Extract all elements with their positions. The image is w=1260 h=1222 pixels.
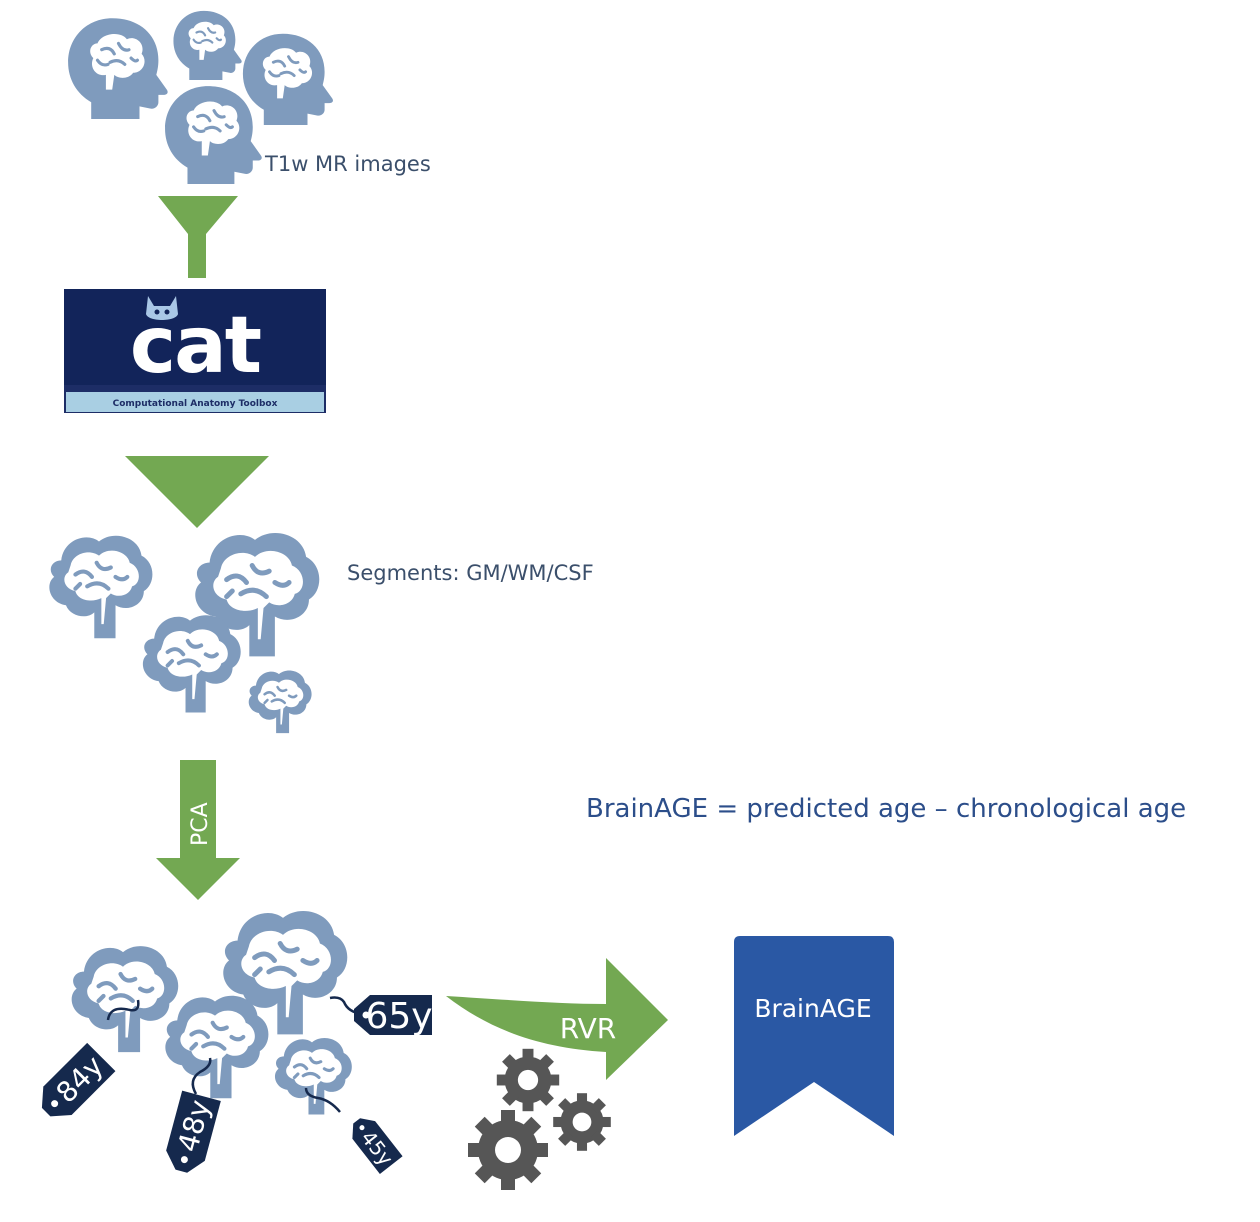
segments-label: Segments: GM/WM/CSF	[347, 561, 594, 585]
age-tag: 48y	[162, 1090, 221, 1177]
aged-brain-group	[72, 911, 354, 1117]
gear-icon	[496, 1048, 560, 1112]
tag-string	[304, 1087, 341, 1113]
age-tag-label: 48y	[171, 1096, 216, 1155]
cat-face-icon	[146, 296, 178, 320]
pca-arrow: PCA	[156, 760, 240, 900]
brain-icon	[247, 669, 313, 735]
brainage-banner-label: BrainAGE	[754, 994, 871, 1023]
brainage-formula: BrainAGE = predicted age – chronological…	[586, 794, 1187, 824]
age-tag-label: 65y	[365, 996, 432, 1037]
chevron-down-icon	[125, 456, 269, 528]
head-brain-icon	[163, 84, 264, 186]
brain-icon	[140, 613, 243, 715]
rvr-arrow: RVR	[446, 958, 668, 1080]
segment-brain-group	[49, 533, 319, 735]
brain-icon	[72, 946, 179, 1052]
cat-logo: cat Computational Anatomy Toolbox	[64, 289, 326, 413]
head-brain-icon	[66, 16, 170, 121]
age-tag: 84y	[32, 1042, 116, 1127]
gear-icon	[553, 1093, 611, 1151]
head-brain-icon	[172, 9, 243, 82]
age-tag: 65y	[354, 995, 433, 1037]
bookmark-icon: BrainAGE	[734, 936, 894, 1136]
rvr-arrow-label: RVR	[560, 1012, 617, 1045]
tag-string	[191, 1057, 212, 1095]
cat-logo-word: cat	[130, 301, 261, 391]
t1w-label: T1w MR images	[265, 152, 431, 176]
tag-string	[106, 999, 140, 1021]
gear-icon	[468, 1110, 548, 1190]
brain-icon	[273, 1036, 354, 1117]
age-tag: 45y	[345, 1112, 403, 1174]
pca-arrow-label: PCA	[188, 802, 213, 846]
brain-icon	[165, 996, 268, 1099]
brain-icon	[49, 536, 152, 639]
funnel-icon	[158, 196, 238, 278]
cat-logo-subtitle: Computational Anatomy Toolbox	[113, 399, 278, 409]
head-brain-icon	[241, 32, 335, 127]
